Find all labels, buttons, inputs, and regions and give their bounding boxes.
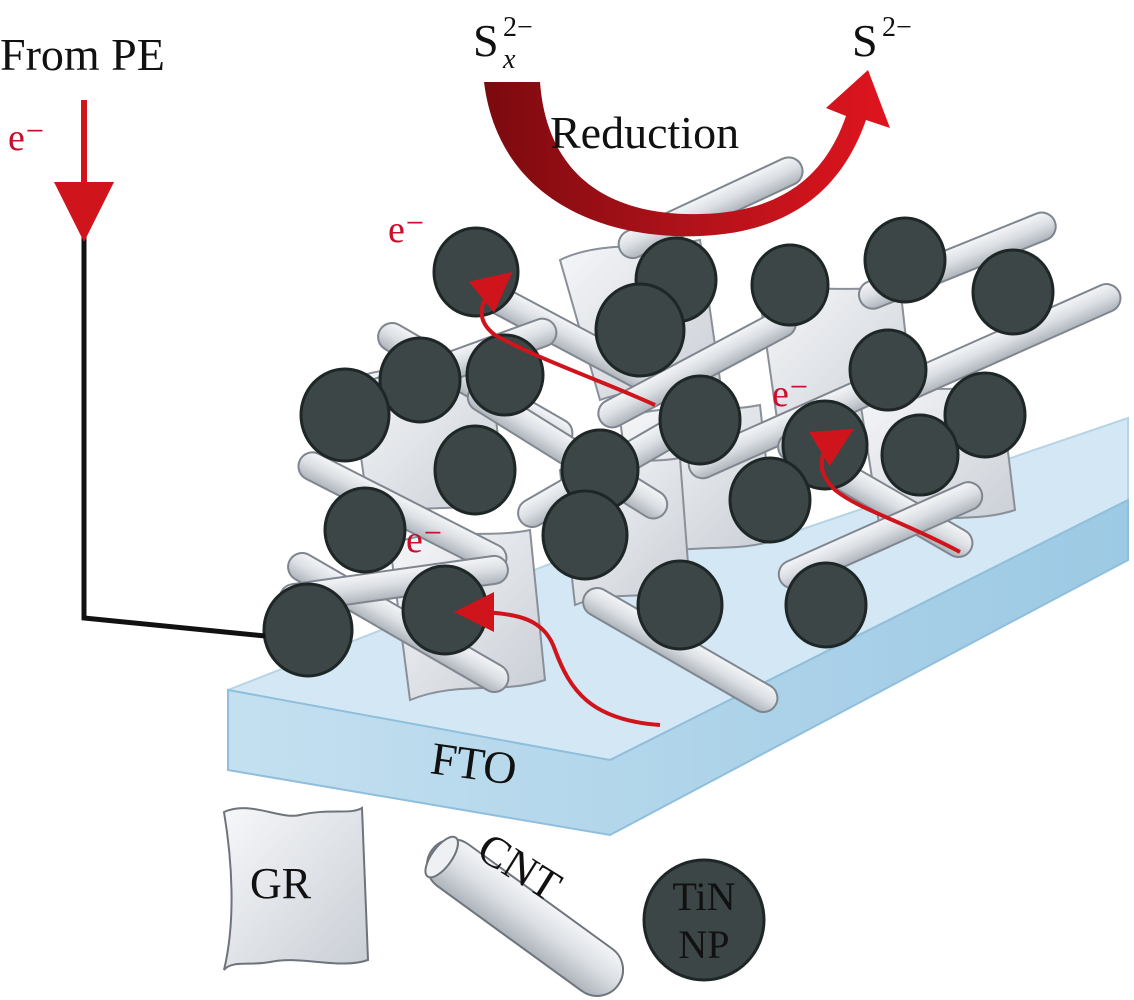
reduction-arrow [484, 70, 890, 237]
nanotube-legend-icon [426, 838, 625, 997]
polysulfide-label: S 2− x [473, 12, 533, 75]
tin-nanoparticles [262, 216, 1055, 678]
nanoparticle [541, 489, 629, 581]
nanoparticle [433, 424, 517, 516]
nanoparticle [401, 564, 489, 656]
external-circuit [54, 100, 266, 639]
nanoparticle [728, 456, 812, 544]
nanoparticle-legend-icon [642, 858, 766, 982]
nanoparticle-legend-label-2: NP [678, 922, 729, 967]
nanoparticle [750, 243, 830, 327]
fto-label: FTO [428, 732, 520, 794]
nanoparticle [378, 336, 462, 424]
electron-label-right: e⁻ [772, 373, 809, 415]
wire [81, 232, 266, 639]
graphene-legend-label: GR [250, 859, 312, 908]
nanoparticle [299, 367, 391, 463]
nanoparticle [880, 413, 960, 497]
electron-label-left: e⁻ [406, 519, 443, 561]
electron-path [809, 428, 961, 554]
nanoparticle [658, 374, 742, 466]
nanoparticle [594, 282, 686, 378]
nanoparticle [636, 559, 724, 651]
from-pe-label: From PE [0, 29, 165, 80]
legend-nanotube: CNT [424, 823, 625, 997]
nanoparticle [432, 226, 520, 318]
sulfide-label: S 2− [852, 12, 912, 66]
legend-graphene: GR [222, 806, 370, 971]
nanoparticle [863, 216, 947, 304]
fto-front-face [227, 498, 1129, 837]
polysulfide-subscript: x [502, 44, 516, 75]
electron-path [468, 271, 656, 407]
legend: GR CNT TiN NP [222, 806, 766, 997]
nanoparticle [848, 328, 928, 412]
nanotube-legend-end [424, 835, 459, 879]
electron-path [454, 592, 661, 727]
sulfide-charge: 2− [882, 12, 912, 43]
nanoparticle [262, 582, 354, 678]
electron-label-top: e⁻ [388, 209, 425, 251]
nanoparticle [784, 561, 868, 649]
polysulfide-base: S [473, 15, 499, 66]
nanoparticle-legend-label-1: TiN [672, 874, 735, 919]
sulfide-base: S [852, 15, 878, 66]
graphene-legend-icon [222, 806, 370, 971]
reduction-label: Reduction [550, 107, 739, 158]
nanoparticle [465, 333, 545, 417]
polysulfide-charge: 2− [503, 12, 533, 43]
nanoparticle [971, 248, 1055, 336]
electron-label-wire: e⁻ [8, 117, 45, 159]
nanoparticle [943, 371, 1027, 459]
nanoparticle [323, 486, 407, 574]
legend-nanoparticle: TiN NP [642, 858, 766, 982]
electron-paths [454, 271, 961, 727]
